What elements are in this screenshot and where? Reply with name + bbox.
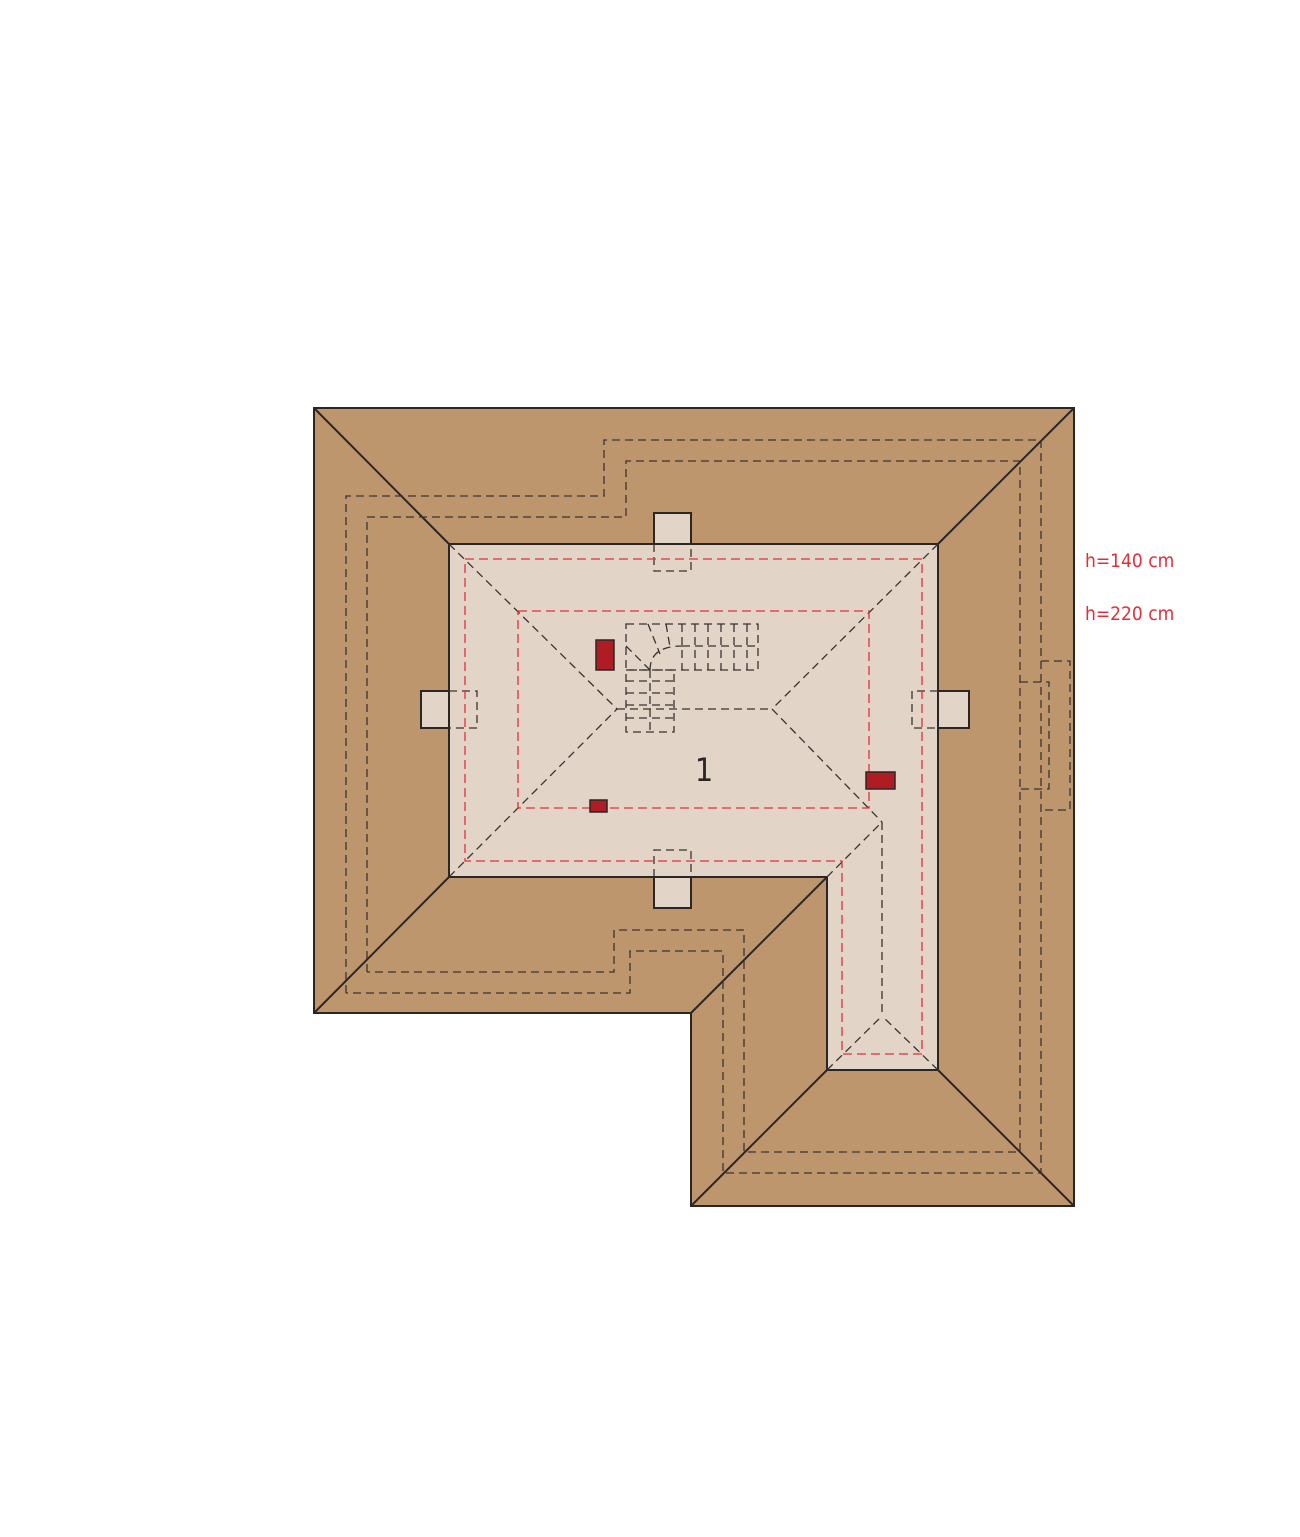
height-label-220: h=220 cm <box>1085 603 1174 625</box>
room-number: 1 <box>695 751 713 789</box>
chimney-2 <box>865 771 896 790</box>
height-label-140: h=140 cm <box>1085 550 1174 572</box>
dormer-inner-lines <box>449 544 938 877</box>
staircase <box>625 623 759 733</box>
roof-hip-lines <box>313 407 1075 1207</box>
ridge-lines <box>448 543 939 1071</box>
height-line-140 <box>464 558 923 1055</box>
height-line-220 <box>517 610 870 809</box>
chimney-1 <box>595 639 615 671</box>
chimney-3 <box>589 799 608 813</box>
lower-floor-outline <box>345 439 1071 1174</box>
